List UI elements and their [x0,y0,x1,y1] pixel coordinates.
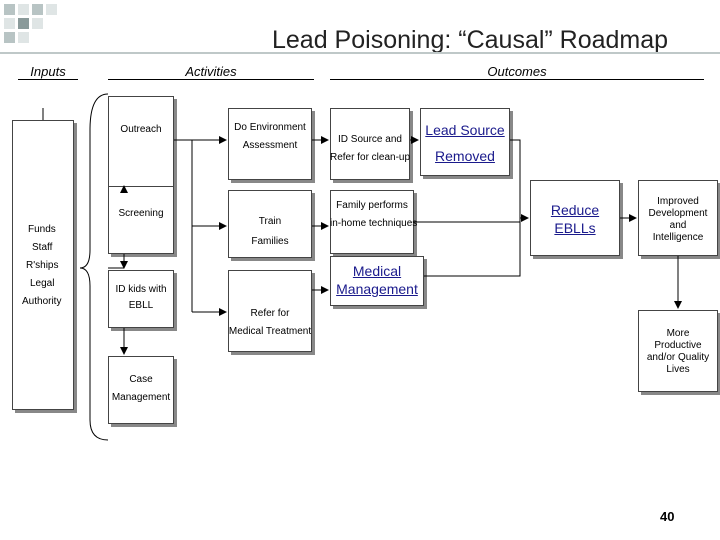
improved-label-2: Development [648,208,708,219]
header-activities: Activities [108,64,314,80]
page-title: Lead Poisoning: “Causal” Roadmap [272,26,669,54]
refer-medical-box [228,270,312,352]
id-source-label-1: ID Source and [338,134,402,145]
medical-management-label-1: Medical [352,263,402,279]
family-performs-label-2: in-home techniques [330,218,418,229]
reduce-ebll-box [530,180,620,256]
train-label-1: Train [258,216,282,227]
refer-medical-label-1: Refer for [250,308,290,319]
medical-management-label-2: Management [336,281,418,297]
input-funds: Funds [28,224,56,235]
input-rships: R'ships [26,260,59,271]
id-kids-box [108,270,174,328]
id-kids-label-1: ID kids with [115,284,167,295]
input-legal: Legal [30,278,55,289]
productive-lives-box [638,310,718,392]
corner-decoration [0,0,60,50]
outreach-label: Outreach [120,124,162,135]
family-performs-label-1: Family performs [336,200,408,211]
screening-label: Screening [118,208,164,219]
train-families-box [228,190,312,258]
train-label-2: Families [251,236,289,247]
medical-management-box [330,256,424,306]
improved-label-4: Intelligence [652,232,704,243]
environment-label-1: Do Environment [234,122,306,133]
productive-label-1: More [666,328,690,339]
improved-label-1: Improved [657,196,699,207]
outreach-box [108,96,174,190]
reduce-ebll-label-1: Reduce [550,202,600,218]
improved-label-3: and [669,220,687,231]
improved-development-box [638,180,718,256]
family-performs-box [330,190,414,254]
lead-source-label-1: Lead Source [425,122,505,138]
input-authority: Authority [22,296,62,307]
productive-label-2: Productive [654,340,702,351]
case-management-label-2: Management [111,392,171,403]
header-outcomes: Outcomes [330,64,704,80]
screening-box [108,186,174,254]
input-staff: Staff [32,242,53,253]
id-kids-label-2: EBLL [128,300,154,311]
id-source-label-2: Refer for clean-up [330,152,411,163]
title-divider [0,52,720,54]
environment-assessment-box [228,108,312,180]
lead-source-box [420,108,510,176]
productive-label-4: Lives [666,364,690,375]
case-management-box [108,356,174,424]
case-management-label-1: Case [129,374,153,385]
environment-label-2: Assessment [242,140,298,151]
header-inputs: Inputs [18,64,78,80]
page-number: 40 [660,509,675,524]
lead-source-label-2: Removed [435,148,495,164]
id-source-box [330,108,410,180]
reduce-ebll-label-2: EBLLs [554,220,596,236]
productive-label-3: and/or Quality [646,352,710,363]
inputs-box [12,120,74,410]
refer-medical-label-2: Medical Treatment [228,326,312,337]
